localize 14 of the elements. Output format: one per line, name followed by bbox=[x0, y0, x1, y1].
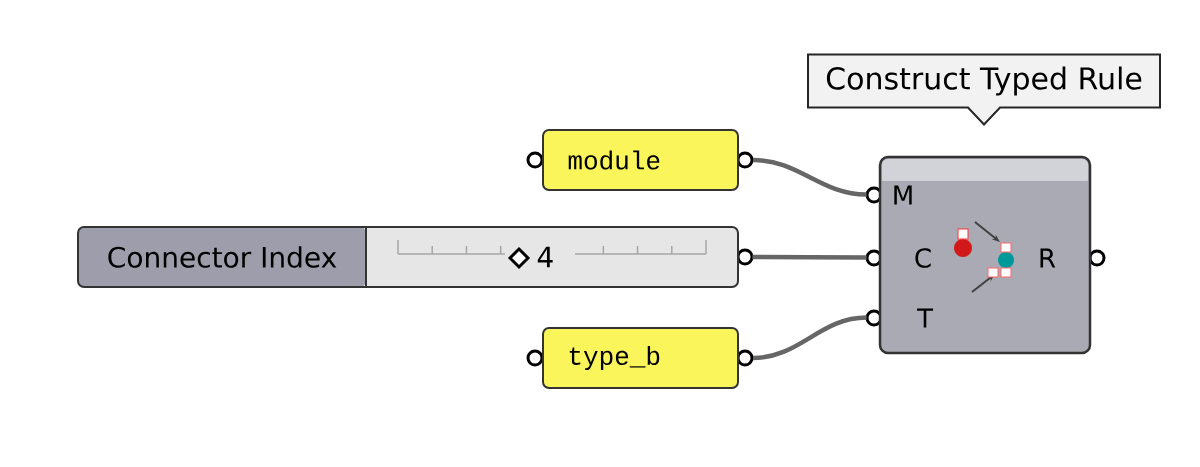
component-box: M C T R bbox=[878, 155, 1092, 355]
wire bbox=[752, 157, 867, 197]
text-panel: module bbox=[542, 129, 739, 191]
node-label: 4 bbox=[537, 246, 553, 268]
text-panel: type_b bbox=[542, 327, 739, 389]
node-label: Connector Index bbox=[108, 246, 337, 268]
tooltip: Construct Typed Rule bbox=[807, 53, 1161, 126]
node-label: M bbox=[894, 185, 912, 205]
number-slider: Connector Index 4 bbox=[77, 226, 739, 288]
wire bbox=[752, 315, 867, 361]
wire bbox=[752, 254, 867, 260]
node-label: T bbox=[917, 308, 934, 328]
node-label: R bbox=[1040, 248, 1056, 268]
node-label: C bbox=[915, 248, 931, 268]
